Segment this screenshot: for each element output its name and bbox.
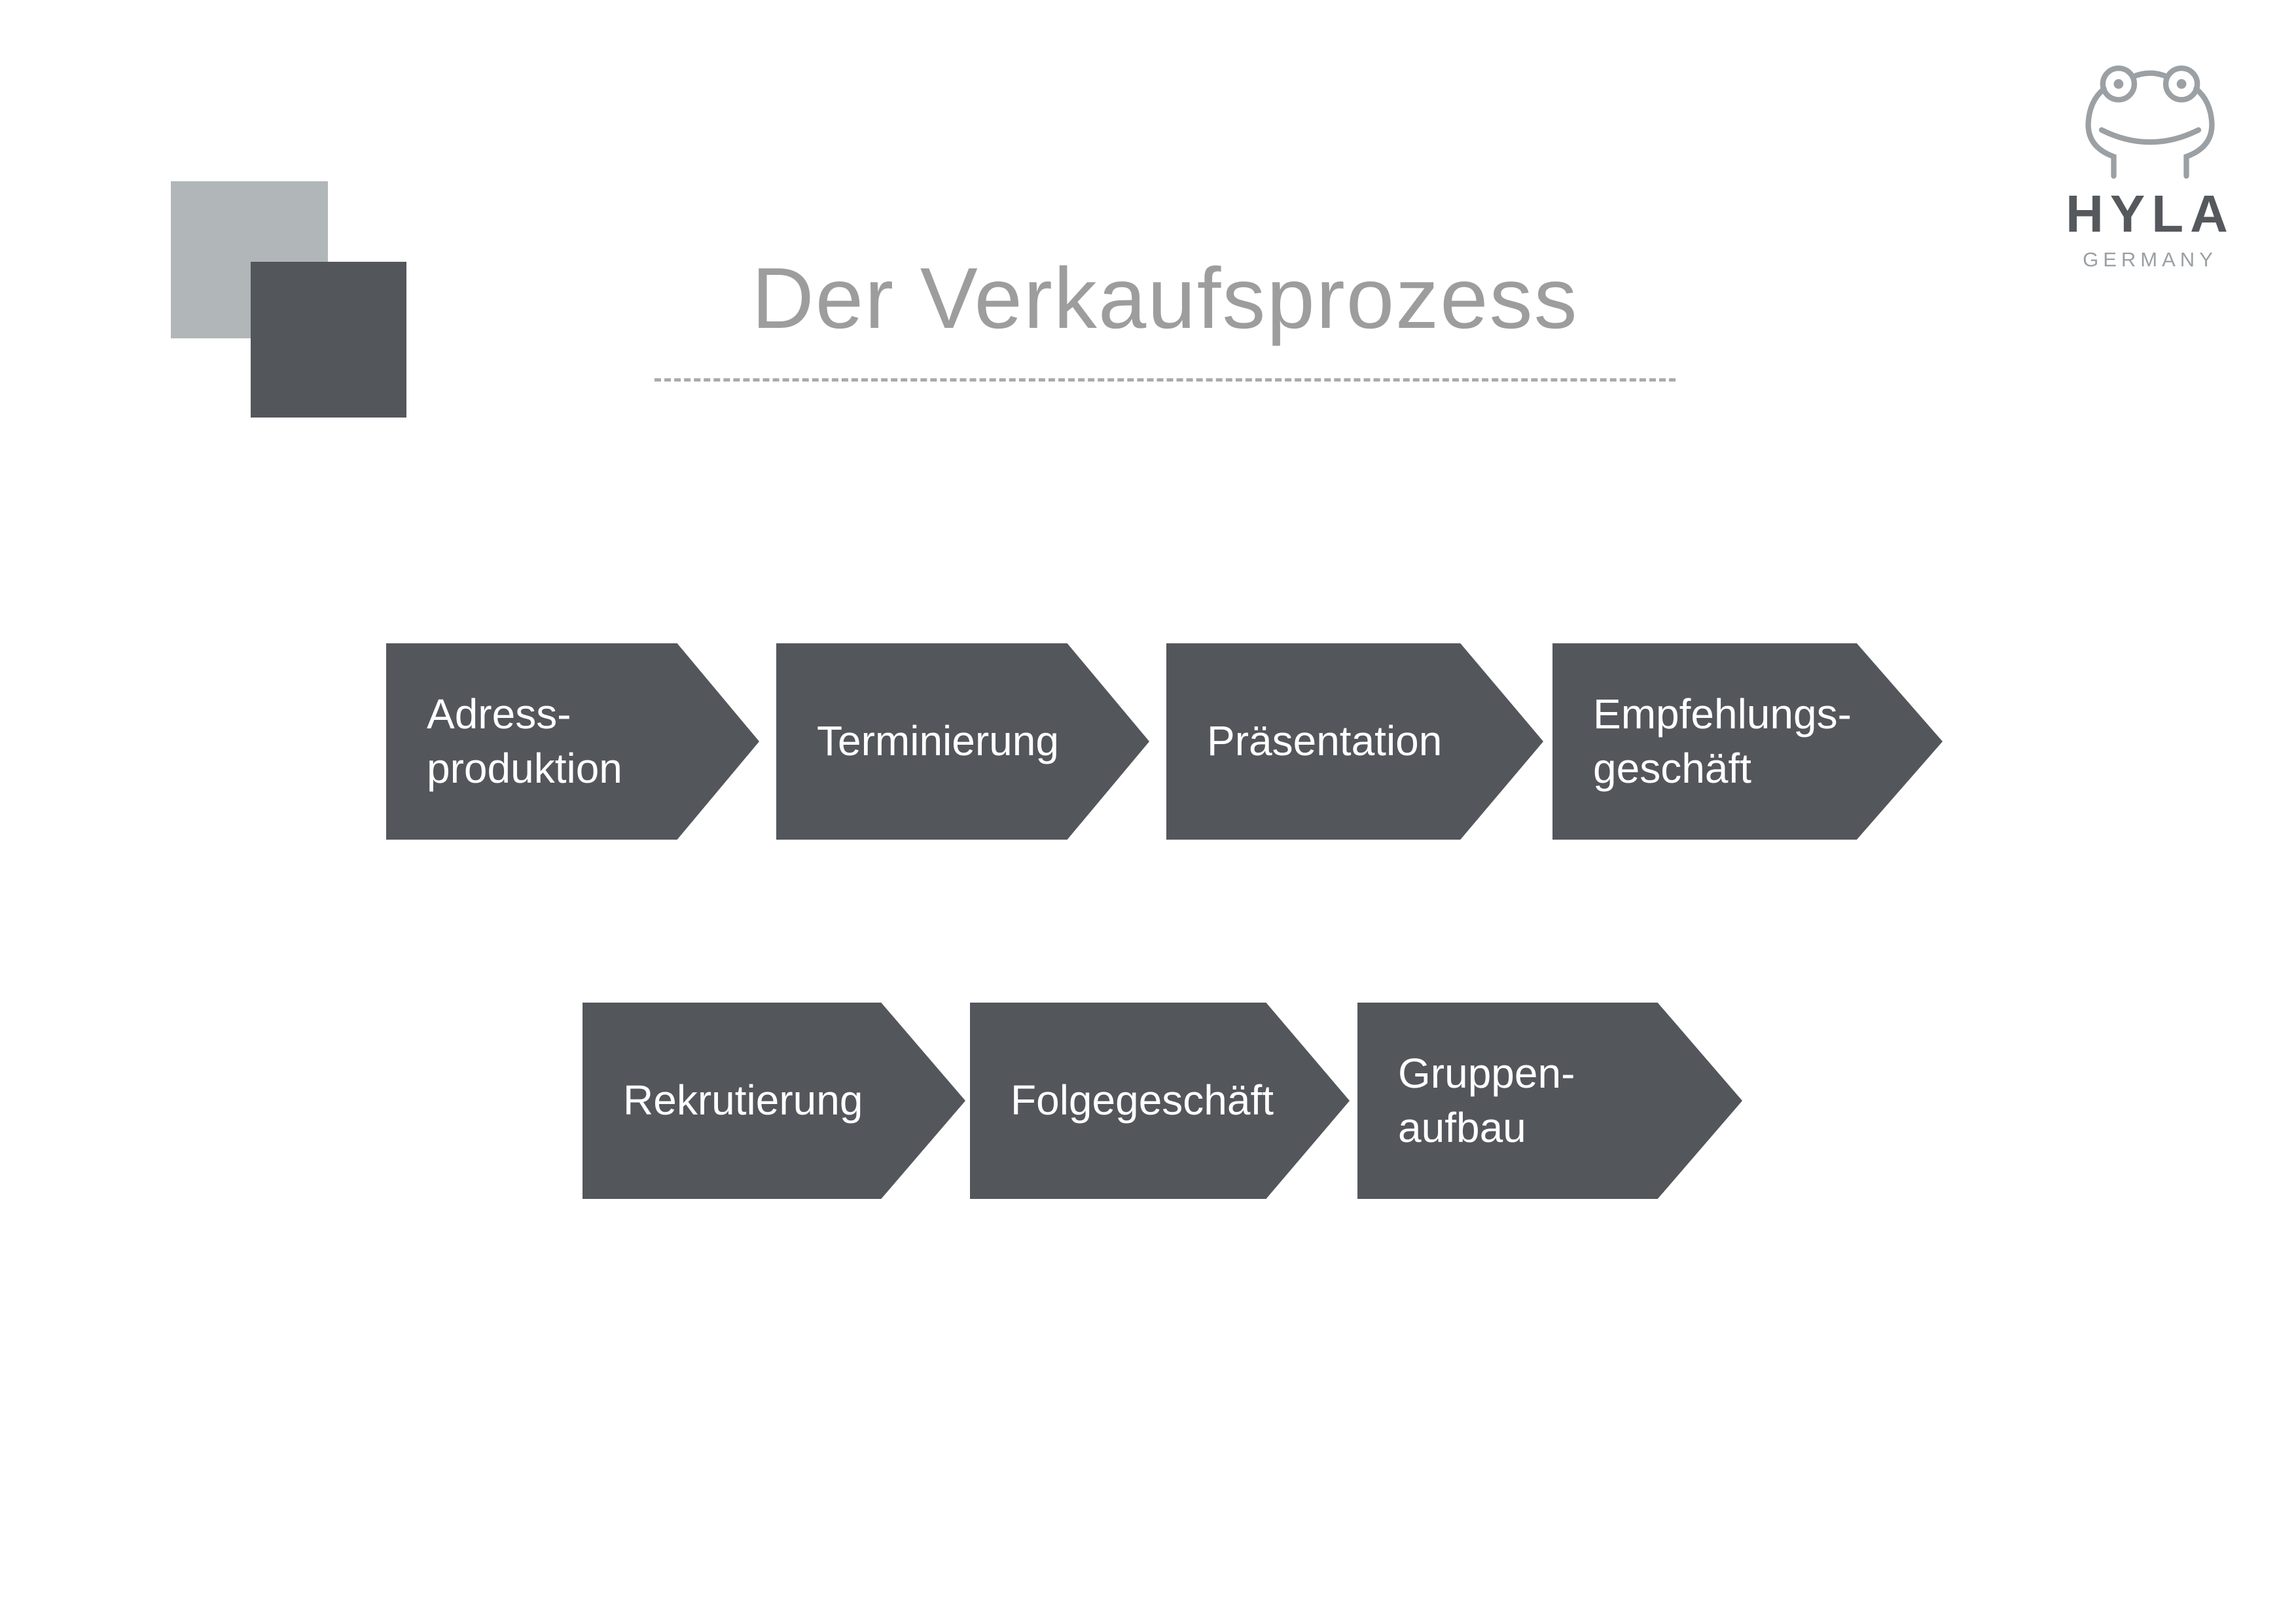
process-step-empfehlungsgeschaeft: Empfehlungs- geschäft bbox=[1552, 643, 1943, 840]
frog-icon bbox=[2085, 65, 2215, 179]
page-title: Der Verkaufsprozess bbox=[751, 250, 1579, 346]
hyla-logo: HYLA GERMANY bbox=[2042, 62, 2258, 270]
process-step-label: Adress- produktion bbox=[427, 690, 622, 792]
process-step-label: Terminierung bbox=[817, 717, 1059, 765]
title-dashed-underline bbox=[655, 378, 1676, 382]
decorative-square-dark bbox=[251, 262, 406, 418]
logo-country-text: GERMANY bbox=[2083, 248, 2217, 271]
logo-brand-text: HYLA bbox=[2066, 185, 2234, 243]
process-step-label: Empfehlungs- geschäft bbox=[1593, 690, 1852, 792]
process-step-praesentation: Präsentation bbox=[1166, 643, 1543, 840]
process-step-gruppenaufbau: Gruppen- aufbau bbox=[1357, 1003, 1742, 1199]
process-step-terminierung: Terminierung bbox=[776, 643, 1149, 840]
process-step-label: Präsentation bbox=[1207, 717, 1443, 765]
process-step-rekrutierung: Rekrutierung bbox=[583, 1003, 965, 1199]
process-step-folgegeschaeft: Folgegeschäft bbox=[970, 1003, 1350, 1199]
process-step-adressproduktion: Adress- produktion bbox=[386, 643, 759, 840]
process-step-label: Gruppen- aufbau bbox=[1398, 1049, 1575, 1151]
process-step-label: Rekrutierung bbox=[623, 1077, 863, 1124]
process-step-label: Folgegeschäft bbox=[1011, 1077, 1274, 1124]
